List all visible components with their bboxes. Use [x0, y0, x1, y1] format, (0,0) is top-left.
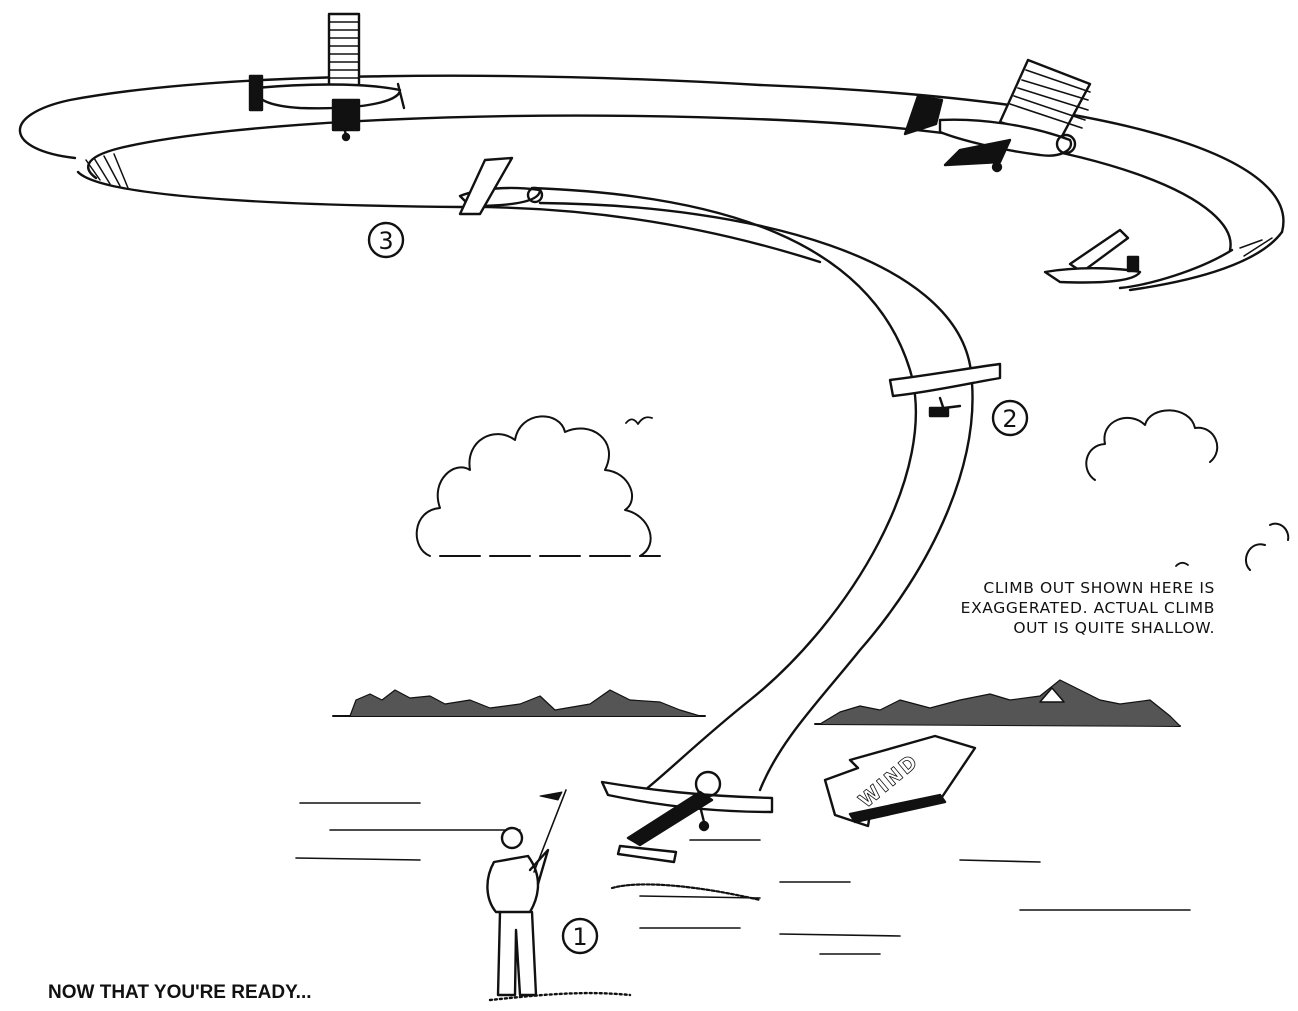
- marker-1: 1: [563, 919, 597, 953]
- pilot-person: [487, 790, 630, 1000]
- airplane-climbing: [890, 364, 1000, 416]
- ground-lines: [296, 803, 1190, 954]
- cloud-left: [417, 416, 660, 556]
- cloud-right: [1086, 410, 1288, 570]
- bird-2: [1176, 563, 1188, 566]
- airplane-turning: [460, 158, 542, 214]
- airplane-top-right: [905, 60, 1090, 171]
- bird-1: [626, 417, 652, 424]
- flight-path-ribbon: [20, 76, 1284, 790]
- svg-text:2: 2: [1002, 405, 1017, 433]
- climb-note-line-3: OUT IS QUITE SHALLOW.: [905, 618, 1215, 638]
- climb-note: CLIMB OUT SHOWN HERE IS EXAGGERATED. ACT…: [905, 578, 1215, 638]
- svg-text:3: 3: [378, 227, 393, 255]
- climb-note-line-2: EXAGGERATED. ACTUAL CLIMB: [905, 598, 1215, 618]
- climb-note-line-1: CLIMB OUT SHOWN HERE IS: [905, 578, 1215, 598]
- airplane-launching: [602, 772, 772, 862]
- horizon-treeline: [333, 680, 1180, 726]
- svg-text:1: 1: [572, 923, 587, 951]
- marker-3: 3: [369, 223, 403, 257]
- marker-2: 2: [993, 401, 1027, 435]
- section-headline: NOW THAT YOU'RE READY...: [48, 982, 312, 1004]
- airplane-banking-right: [1045, 230, 1140, 283]
